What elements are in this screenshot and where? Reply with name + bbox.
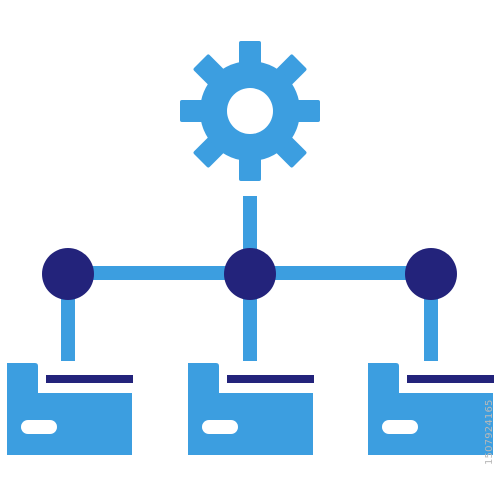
folder-icon-left	[7, 363, 133, 455]
gear-icon	[180, 41, 320, 181]
network-nodes	[42, 248, 457, 300]
folder-icon-right	[368, 363, 494, 455]
connector-lines	[61, 196, 438, 361]
node-right	[405, 248, 457, 300]
stock-id-text: 1507924165	[484, 399, 495, 465]
node-left	[42, 248, 94, 300]
node-center	[224, 248, 276, 300]
gear-hole	[227, 88, 273, 134]
folder-icon-center	[188, 363, 314, 455]
